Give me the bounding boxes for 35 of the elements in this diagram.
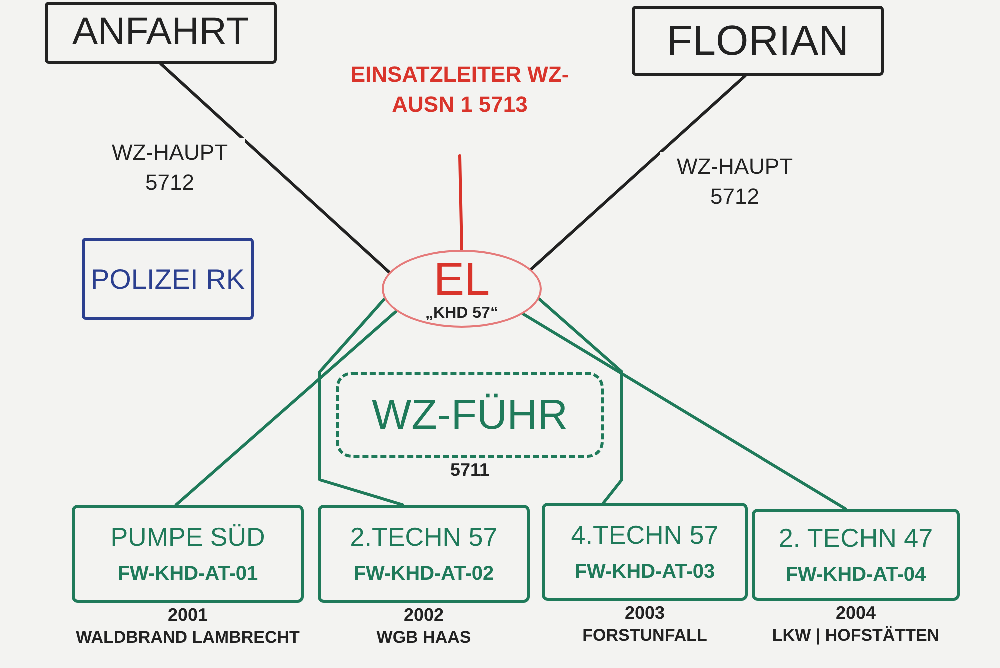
connector-line bbox=[538, 298, 624, 504]
connector-line bbox=[160, 62, 391, 274]
node-title: PUMPE SÜD bbox=[110, 521, 266, 554]
node-title: WZ-FÜHR bbox=[372, 390, 568, 440]
year-label: 2003 bbox=[624, 602, 666, 624]
node-title: 2. TECHN 47 bbox=[778, 522, 934, 555]
note-label: WALDBRAND LAMBRECHT bbox=[76, 626, 300, 648]
node-code: FW-KHD-AT-03 bbox=[574, 560, 716, 585]
year-label: 5711 bbox=[450, 459, 490, 482]
ellipse-node bbox=[382, 250, 542, 328]
node-code: FW-KHD-AT-01 bbox=[118, 562, 258, 587]
node-title: FLORIAN bbox=[666, 16, 850, 66]
connector-line bbox=[522, 312, 848, 510]
unit-box bbox=[82, 238, 254, 320]
connector-line bbox=[458, 154, 464, 252]
unit-box bbox=[45, 2, 277, 64]
node-title: ANFAHRT bbox=[72, 10, 250, 56]
year-label: 2001 bbox=[168, 604, 208, 626]
note-label: WGB HAAS bbox=[376, 626, 472, 648]
node-title: POLIZEI RK bbox=[90, 262, 246, 296]
node-title: EL bbox=[434, 256, 490, 302]
connector-line bbox=[318, 298, 404, 506]
year-label: 2004 bbox=[836, 602, 876, 624]
unit-box bbox=[632, 6, 884, 76]
node-code: FW-KHD-AT-04 bbox=[786, 562, 926, 588]
node-code: FW-KHD-AT-02 bbox=[354, 562, 494, 587]
node-title: 2.TECHN 57 bbox=[350, 521, 498, 554]
node-title: 4.TECHN 57 bbox=[571, 519, 719, 552]
note-label: LKW | HOFSTÄTTEN bbox=[772, 624, 940, 646]
connector-line bbox=[530, 74, 747, 271]
year-label: 2002 bbox=[404, 604, 444, 626]
connector-line bbox=[174, 310, 398, 506]
node-subtitle: „KHD 57“ bbox=[426, 306, 498, 322]
note-label: FORSTUNFALL bbox=[582, 624, 708, 646]
node-text: EINSATZLEITER WZ-AUSN 1 5713 bbox=[345, 60, 575, 156]
